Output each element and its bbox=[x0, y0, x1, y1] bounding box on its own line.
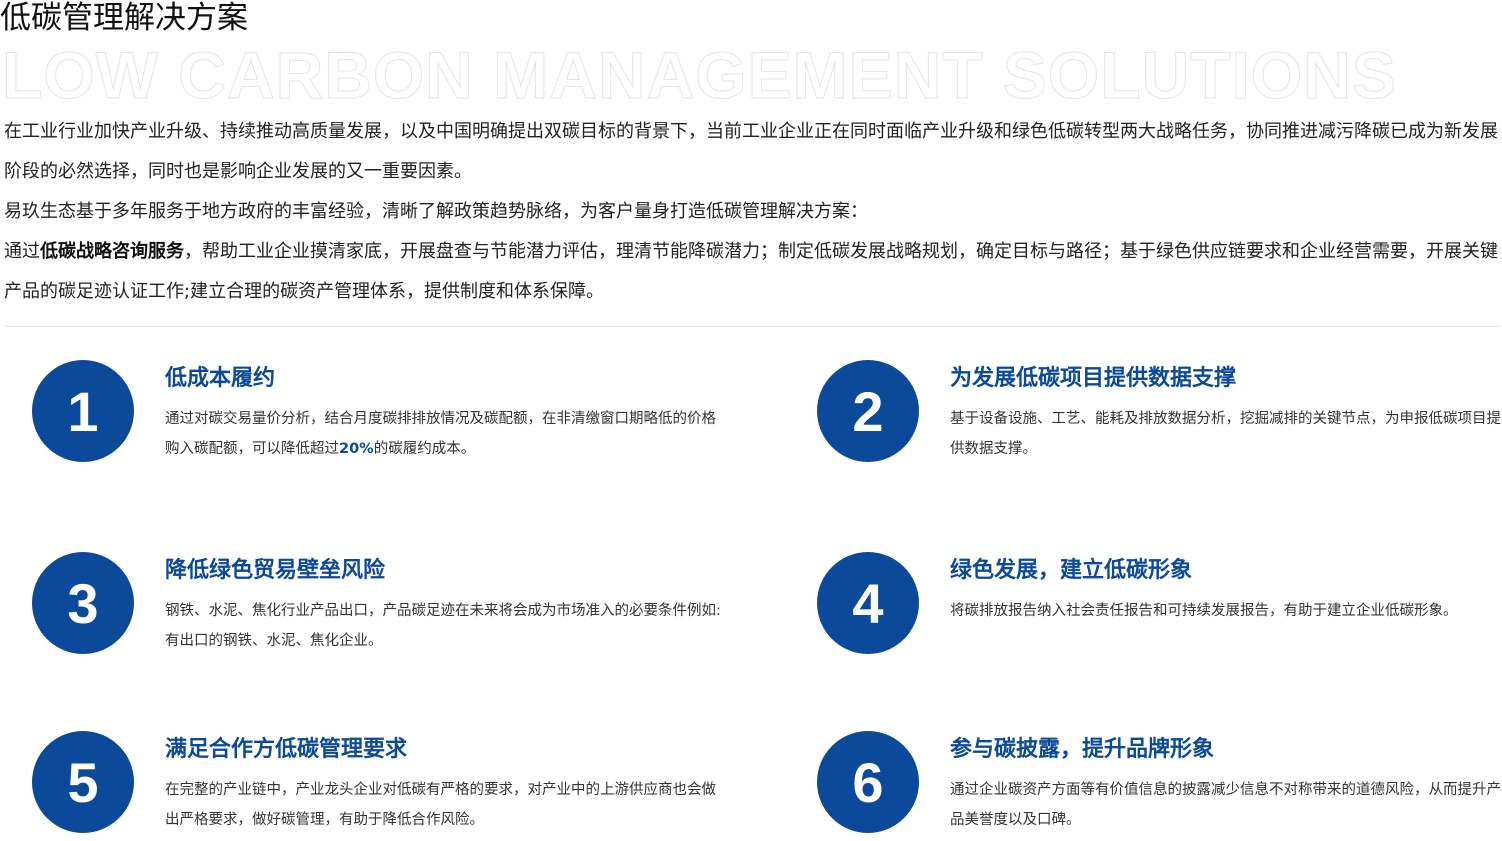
benefit-item-1: 1 低成本履约 通过对碳交易量价分析，结合月度碳排排放情况及碳配额，在非清缴窗口… bbox=[32, 360, 732, 470]
benefit-description: 通过企业碳资产方面等有价值信息的披露减少信息不对称带来的道德风险，从而提升产品美… bbox=[950, 782, 1501, 828]
benefit-description: 通过对碳交易量价分析，结合月度碳排排放情况及碳配额，在非清缴窗口期略低的价格购入… bbox=[165, 404, 725, 464]
number-badge: 4 bbox=[817, 552, 919, 654]
number-badge: 6 bbox=[817, 731, 919, 833]
benefit-item-2: 2 为发展低碳项目提供数据支撑 基于设备设施、工艺、能耗及排放数据分析，挖掘减排… bbox=[817, 360, 1502, 470]
intro-paragraph-2: 易玖生态基于多年服务于地方政府的丰富经验，清晰了解政策趋势脉络，为客户量身打造低… bbox=[4, 201, 868, 222]
intro-paragraph-1: 在工业行业加快产业升级、持续推动高质量发展，以及中国明确提出双碳目标的背景下，当… bbox=[4, 121, 1498, 182]
number-badge: 3 bbox=[32, 552, 134, 654]
benefit-title: 降低绿色贸易壁垒风险 bbox=[165, 558, 386, 583]
intro-paragraph-3: 通过低碳战略咨询服务，帮助工业企业摸清家底，开展盘查与节能潜力评估，理清节能降碳… bbox=[4, 232, 1500, 312]
intro-p3-bold: 低碳战略咨询服务 bbox=[40, 241, 184, 262]
desc-part-a: 通过对碳交易量价分析，结合月度碳排排放情况及碳配额，在非清缴窗口期略低的价格购入… bbox=[165, 411, 716, 457]
benefit-title: 满足合作方低碳管理要求 bbox=[165, 737, 408, 762]
benefit-title: 参与碳披露，提升品牌形象 bbox=[950, 737, 1215, 762]
benefit-item-4: 4 绿色发展，建立低碳形象 将碳排放报告纳入社会责任报告和可持续发展报告，有助于… bbox=[817, 552, 1502, 662]
desc-part-b: 的碳履约成本。 bbox=[373, 441, 476, 457]
benefit-title: 为发展低碳项目提供数据支撑 bbox=[950, 366, 1237, 391]
benefit-description: 基于设备设施、工艺、能耗及排放数据分析，挖掘减排的关键节点，为申报低碳项目提供数… bbox=[950, 411, 1501, 457]
intro-p3-prefix: 通过 bbox=[4, 241, 40, 262]
benefit-description: 钢铁、水泥、焦化行业产品出口，产品碳足迹在未来将会成为市场准入的必要条件例如:有… bbox=[165, 603, 721, 649]
benefit-description: 将碳排放报告纳入社会责任报告和可持续发展报告，有助于建立企业低碳形象。 bbox=[950, 603, 1458, 619]
number-badge: 1 bbox=[32, 360, 134, 462]
intro-p3-rest: ，帮助工业企业摸清家底，开展盘查与节能潜力评估，理清节能降碳潜力；制定低碳发展战… bbox=[4, 241, 1498, 302]
watermark-text: LOW CARBON MANAGEMENT SOLUTIONS bbox=[2, 38, 1397, 112]
benefit-description: 在完整的产业链中，产业龙头企业对低碳有严格的要求，对产业中的上游供应商也会做出严… bbox=[165, 782, 716, 828]
benefit-item-3: 3 降低绿色贸易壁垒风险 钢铁、水泥、焦化行业产品出口，产品碳足迹在未来将会成为… bbox=[32, 552, 732, 662]
intro-text: 在工业行业加快产业升级、持续推动高质量发展，以及中国明确提出双碳目标的背景下，当… bbox=[4, 112, 1500, 312]
benefit-title: 绿色发展，建立低碳形象 bbox=[950, 558, 1193, 583]
page-title: 低碳管理解决方案 bbox=[0, 0, 248, 36]
divider bbox=[4, 326, 1500, 327]
number-badge: 5 bbox=[32, 731, 134, 833]
benefit-item-6: 6 参与碳披露，提升品牌形象 通过企业碳资产方面等有价值信息的披露减少信息不对称… bbox=[817, 731, 1502, 841]
benefit-item-5: 5 满足合作方低碳管理要求 在完整的产业链中，产业龙头企业对低碳有严格的要求，对… bbox=[32, 731, 732, 841]
number-badge: 2 bbox=[817, 360, 919, 462]
desc-highlight: 20% bbox=[339, 441, 374, 457]
benefit-title: 低成本履约 bbox=[165, 366, 276, 391]
